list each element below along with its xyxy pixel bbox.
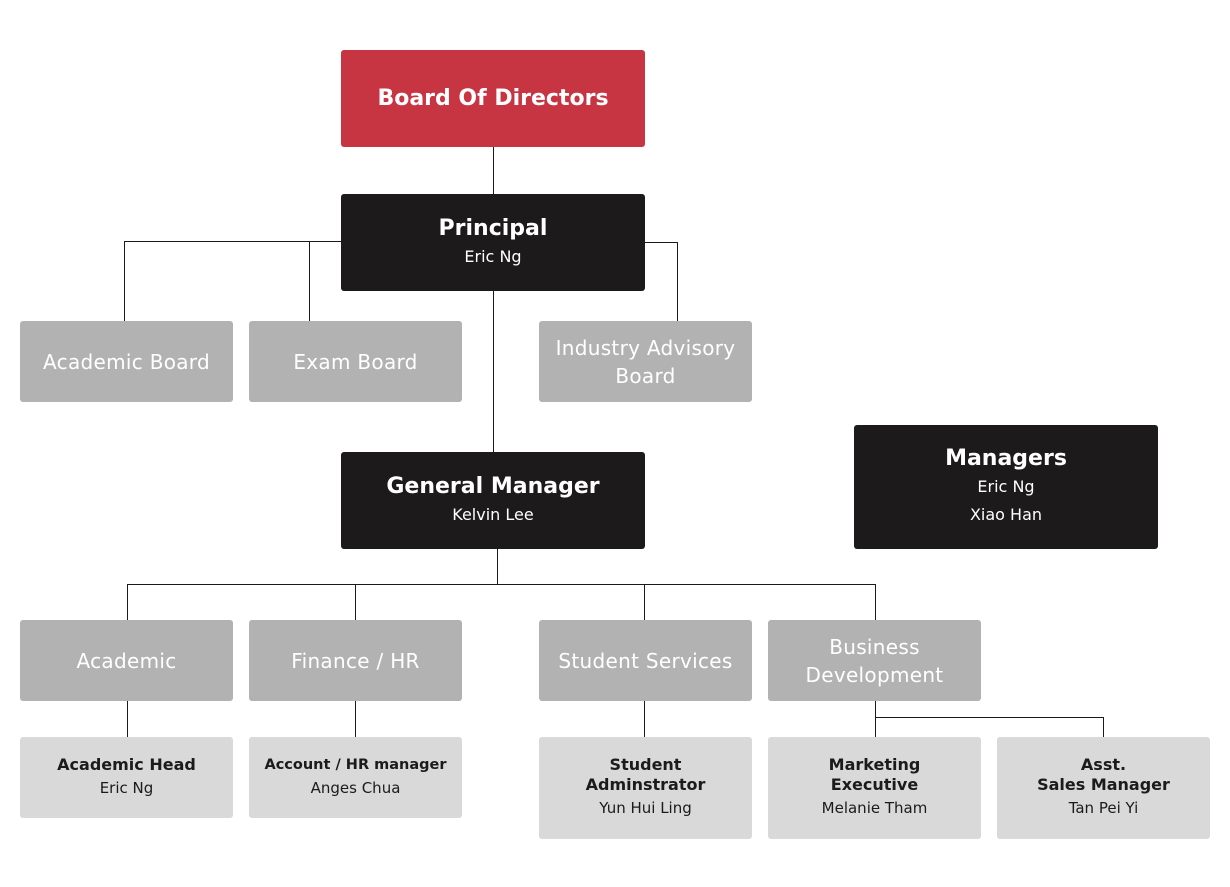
student-services-department-label: Student Services [558, 648, 733, 673]
managers-box: Managers Eric Ng Xiao Han [854, 425, 1158, 549]
student-administrator-title-line1: Student [609, 755, 682, 774]
industry-advisory-board-box: Industry Advisory Board [539, 321, 752, 402]
board-of-directors-title: Board Of Directors [377, 85, 609, 111]
connector-line [875, 584, 876, 621]
industry-advisory-board-label-line2: Board [615, 363, 676, 388]
account-hr-manager-title: Account / HR manager [264, 756, 447, 773]
connector-line [124, 241, 125, 322]
marketing-executive-name: Melanie Tham [821, 799, 928, 817]
connector-line [677, 242, 678, 322]
asst-sales-manager-box: Asst. Sales Manager Tan Pei Yi [997, 737, 1210, 839]
connector-line [875, 700, 876, 738]
asst-sales-manager-title-line2: Sales Manager [1037, 775, 1170, 794]
connector-line [127, 584, 876, 585]
academic-department-box: Academic [20, 620, 233, 701]
principal-title: Principal [438, 215, 548, 241]
principal-box: Principal Eric Ng [341, 194, 645, 291]
managers-name: Eric Ng [977, 477, 1035, 496]
connector-line [355, 584, 356, 621]
marketing-executive-title-line2: Executive [830, 775, 919, 794]
business-development-department-box: Business Development [768, 620, 981, 701]
academic-head-title: Academic Head [57, 754, 196, 774]
marketing-executive-title-line1: Marketing [828, 755, 921, 774]
exam-board-label: Exam Board [293, 349, 418, 374]
connector-line [1103, 717, 1104, 738]
academic-head-box: Academic Head Eric Ng [20, 737, 233, 818]
academic-board-box: Academic Board [20, 321, 233, 402]
industry-advisory-board-label-line1: Industry Advisory [555, 335, 736, 360]
exam-board-box: Exam Board [249, 321, 462, 402]
connector-line [875, 717, 1104, 718]
finance-hr-department-label: Finance / HR [291, 648, 420, 673]
student-administrator-name: Yun Hui Ling [599, 799, 692, 817]
connector-line [127, 700, 128, 738]
managers-name: Xiao Han [969, 505, 1043, 524]
academic-department-label: Academic [76, 648, 177, 673]
student-services-department-box: Student Services [539, 620, 752, 701]
asst-sales-manager-title-line1: Asst. [1080, 755, 1127, 774]
connector-line [493, 146, 494, 195]
connector-line [124, 241, 342, 242]
business-development-label-line1: Business [829, 634, 920, 659]
finance-hr-department-box: Finance / HR [249, 620, 462, 701]
connector-line [644, 584, 645, 621]
marketing-executive-box: Marketing Executive Melanie Tham [768, 737, 981, 839]
connector-line [644, 242, 678, 243]
account-hr-manager-box: Account / HR manager Anges Chua [249, 737, 462, 818]
connector-line [497, 548, 498, 585]
general-manager-name: Kelvin Lee [452, 504, 534, 524]
student-administrator-title-line2: Adminstrator [585, 775, 706, 794]
account-hr-manager-name: Anges Chua [310, 778, 401, 797]
connector-line [309, 241, 310, 322]
principal-name: Eric Ng [464, 246, 522, 266]
general-manager-box: General Manager Kelvin Lee [341, 452, 645, 549]
board-of-directors-box: Board Of Directors [341, 50, 645, 147]
asst-sales-manager-name: Tan Pei Yi [1068, 799, 1139, 817]
connector-line [493, 290, 494, 453]
connector-line [355, 700, 356, 738]
academic-head-name: Eric Ng [99, 778, 154, 797]
academic-board-label: Academic Board [43, 349, 210, 374]
connector-line [644, 700, 645, 738]
business-development-label-line2: Development [805, 662, 944, 687]
general-manager-title: General Manager [386, 473, 600, 499]
connector-line [127, 584, 128, 621]
managers-title: Managers [945, 446, 1067, 471]
student-administrator-box: Student Adminstrator Yun Hui Ling [539, 737, 752, 839]
